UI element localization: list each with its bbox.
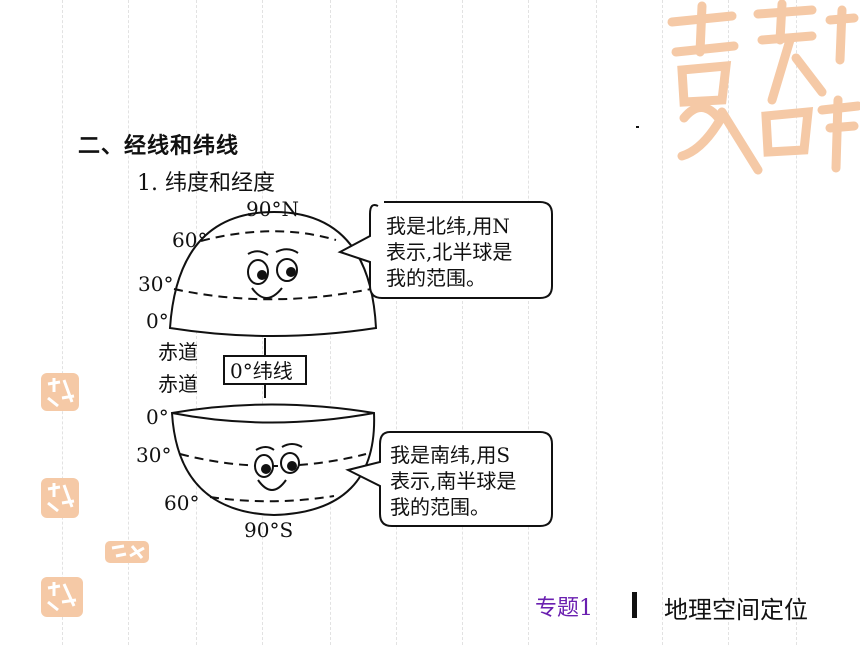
bubble-line: 我是南纬,用S: [390, 443, 510, 467]
footer-title: 地理空间定位: [664, 596, 808, 624]
north-lat-label: 60°: [172, 228, 207, 252]
footer-separator: [632, 592, 637, 618]
south-hemisphere: [170, 403, 376, 517]
grid-line: [662, 0, 663, 645]
section-heading: 二、经线和纬线: [78, 134, 240, 159]
south-lat-label: 0°: [146, 405, 169, 429]
north-lat-label: 0°: [146, 309, 169, 333]
south-pole-label: 90°S: [244, 518, 293, 542]
bubble-line: 我是北纬,用N: [386, 214, 510, 238]
grid-line: [796, 0, 797, 645]
grid-line: [528, 0, 529, 645]
footer-topic: 专题1: [535, 596, 593, 621]
grid-line: [62, 0, 63, 645]
grid-line: [396, 0, 397, 645]
equator-label: 赤道: [158, 340, 198, 364]
equator-box-label: 0°纬线: [230, 359, 293, 383]
seal-logo-small: [41, 577, 83, 617]
north-lat-label: 30°: [138, 272, 173, 296]
bubble-line: 表示,北半球是: [386, 240, 512, 264]
north-pole-label: 90°N: [246, 197, 299, 221]
bubble-line: 表示,南半球是: [390, 469, 516, 493]
subsection-heading: 1. 纬度和经度: [137, 171, 275, 196]
seal-logo-small: [41, 373, 79, 411]
equator-box: [223, 355, 307, 385]
north-hemisphere: [168, 210, 378, 337]
bubble-line: 我的范围。: [390, 495, 490, 519]
south-speech-bubble: 我是南纬,用S 表示,南半球是 我的范围。: [345, 431, 553, 527]
south-lat-label: 60°: [164, 491, 199, 515]
grid-line: [128, 0, 129, 645]
grid-line: [462, 0, 463, 645]
seal-logo-large: [667, 0, 860, 175]
north-speech-bubble: 我是北纬,用N 表示,北半球是 我的范围。: [337, 201, 553, 299]
seal-logo-small: [41, 478, 79, 518]
grid-line: [596, 0, 597, 645]
equator-label: 赤道: [158, 372, 198, 396]
grid-line: [728, 0, 729, 645]
seal-logo-small: [105, 541, 149, 563]
south-lat-label: 30°: [136, 443, 171, 467]
bubble-line: 我的范围。: [386, 266, 486, 290]
stray-mark: [636, 126, 639, 128]
